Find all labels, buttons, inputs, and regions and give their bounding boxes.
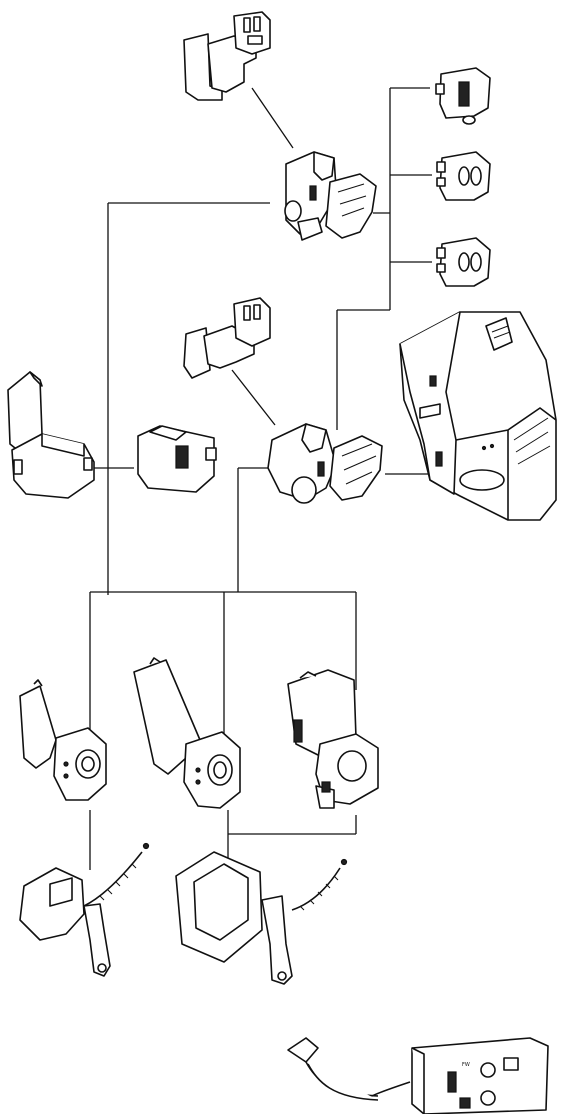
- connector-icon: [436, 237, 491, 287]
- lamp-battery-icon: [19, 679, 107, 801]
- connector-lines: [89, 87, 432, 870]
- battery-adapter-icon: [183, 297, 271, 379]
- control-panel-icon: FW: [371, 1037, 549, 1114]
- lamp-battery-icon: [287, 669, 379, 809]
- lamp-head-icon: [19, 842, 150, 977]
- svg-text:FW: FW: [462, 1062, 470, 1068]
- lamp-head-icon: [175, 851, 348, 985]
- camera-housing-icon: [399, 311, 557, 521]
- lamp-battery-icon: [133, 657, 241, 809]
- battery-pack-icon: [7, 371, 95, 499]
- camera-mount-icon: [267, 423, 383, 504]
- sensor-icon: [287, 1037, 379, 1101]
- camera-mount-icon: [284, 151, 377, 241]
- connector-icon: [436, 151, 491, 201]
- connector-icon: [435, 67, 491, 125]
- battery-adapter-icon: [183, 11, 271, 101]
- battery-base-icon: [137, 425, 217, 493]
